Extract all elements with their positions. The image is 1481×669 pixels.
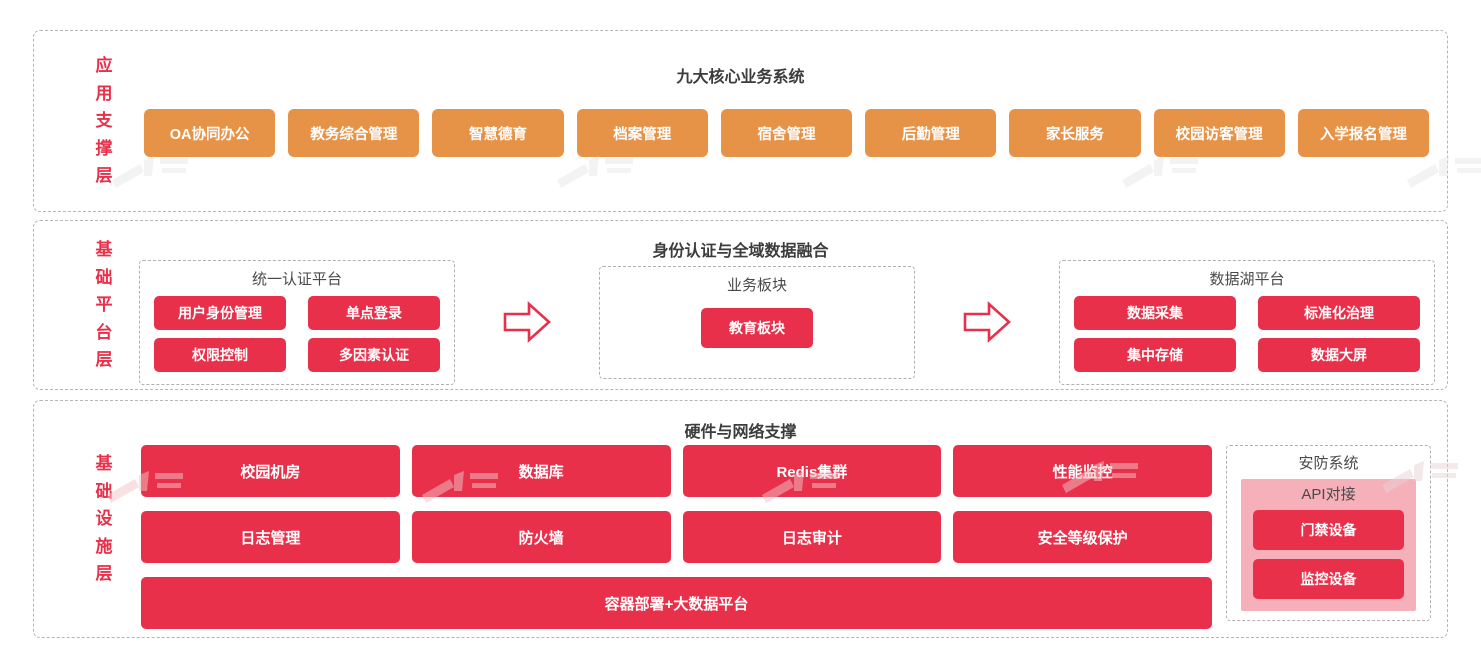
layer-label-char: 台: [95, 322, 113, 342]
item-redis-cluster[interactable]: Redis集群: [682, 445, 942, 497]
group-title: 业务板块: [726, 276, 787, 294]
item-security-level-protection[interactable]: 安全等级保护: [953, 511, 1212, 563]
item-multi-factor-auth[interactable]: 多因素认证: [308, 337, 440, 372]
platform-layer-title: 身份认证与全域数据融合: [652, 243, 829, 260]
group-items: 教育板块: [614, 302, 900, 348]
system-card-parent-service[interactable]: 家长服务: [1009, 109, 1141, 157]
system-card-campus-visitor-management[interactable]: 校园访客管理: [1153, 109, 1285, 157]
layer-label-char: 基: [95, 240, 113, 260]
layer-label-char: 层: [95, 564, 113, 584]
core-business-systems-row: OA协同办公 教务综合管理 智慧德育 档案管理 宿舍管理 后勤管理 家长服务 校…: [144, 109, 1429, 157]
platform-layer-label: 基 础 平 台 层: [84, 221, 124, 389]
system-card-oa[interactable]: OA协同办公: [144, 109, 276, 157]
infrastructure-row-wide: 容器部署+大数据平台: [141, 577, 1212, 629]
infrastructure-body: 校园机房 数据库 Redis集群 性能监控 日志管理 防火墙 日志审计 安全等级…: [141, 445, 1431, 629]
item-centralized-storage[interactable]: 集中存储: [1074, 337, 1236, 372]
layer-label-char: 基: [95, 454, 113, 474]
infrastructure-row-2: 日志管理 防火墙 日志审计 安全等级保护: [141, 511, 1212, 563]
api-integration-box: API对接 门禁设备 监控设备: [1241, 479, 1416, 611]
item-campus-server-room[interactable]: 校园机房: [141, 445, 400, 497]
item-permission-control[interactable]: 权限控制: [154, 337, 286, 372]
group-unified-auth-platform: 统一认证平台 用户身份管理 单点登录 权限控制 多因素认证: [139, 259, 455, 385]
infrastructure-row-1: 校园机房 数据库 Redis集群 性能监控: [141, 445, 1212, 497]
layer-label-char: 础: [95, 481, 113, 501]
group-business-section: 业务板块 教育板块: [599, 265, 915, 379]
layer-label-char: 层: [95, 350, 113, 370]
layer-label-char: 施: [95, 536, 113, 556]
item-container-deployment-bigdata-platform[interactable]: 容器部署+大数据平台: [141, 577, 1212, 629]
right-arrow-icon: [962, 301, 1012, 343]
item-firewall[interactable]: 防火墙: [411, 511, 671, 563]
layer-label-char: 用: [95, 83, 113, 103]
item-surveillance-device[interactable]: 监控设备: [1253, 559, 1404, 599]
system-card-dormitory-management[interactable]: 宿舍管理: [720, 109, 853, 157]
item-access-control-device[interactable]: 门禁设备: [1253, 510, 1404, 550]
layer-label-char: 撑: [95, 138, 113, 158]
layer-label-char: 支: [95, 111, 113, 131]
system-card-enrollment-management[interactable]: 入学报名管理: [1297, 109, 1429, 157]
item-performance-monitoring[interactable]: 性能监控: [953, 445, 1212, 497]
infrastructure-layer-title: 硬件与网络支撑: [684, 424, 797, 441]
application-support-layer: 应 用 支 撑 层 九大核心业务系统 OA协同办公 教务综合管理 智慧德育 档案…: [33, 30, 1448, 212]
item-database[interactable]: 数据库: [411, 445, 671, 497]
base-platform-layer: 基 础 平 台 层 身份认证与全域数据融合 统一认证平台 用户身份管理 单点登录…: [33, 220, 1448, 390]
group-title: 统一认证平台: [251, 270, 342, 288]
layer-label-char: 应: [95, 56, 113, 76]
security-system-title: 安防系统: [1298, 455, 1359, 472]
layer-label-char: 层: [95, 166, 113, 186]
item-single-sign-on[interactable]: 单点登录: [308, 295, 440, 330]
group-items: 用户身份管理 单点登录 权限控制 多因素认证: [154, 295, 440, 372]
item-data-dashboard[interactable]: 数据大屏: [1258, 337, 1420, 372]
api-integration-title: API对接: [1301, 486, 1356, 503]
item-user-identity-management[interactable]: 用户身份管理: [154, 295, 286, 330]
application-layer-label: 应 用 支 撑 层: [84, 31, 124, 211]
platform-flow: 统一认证平台 用户身份管理 单点登录 权限控制 多因素认证 业务板块: [139, 259, 1435, 385]
group-data-lake-platform: 数据湖平台 数据采集 标准化治理 集中存储 数据大屏: [1059, 259, 1435, 385]
system-card-smart-moral-education[interactable]: 智慧德育: [432, 109, 564, 157]
application-layer-title: 九大核心业务系统: [676, 69, 805, 86]
group-items: 数据采集 标准化治理 集中存储 数据大屏: [1074, 295, 1420, 372]
infrastructure-layer: 基 础 设 施 层 硬件与网络支撑 校园机房 数据库 Redis集群 性能监控 …: [33, 400, 1448, 638]
item-data-collection[interactable]: 数据采集: [1074, 295, 1236, 330]
item-education-section[interactable]: 教育板块: [701, 307, 813, 348]
layer-label-char: 设: [95, 509, 113, 529]
flow-arrow-1: [455, 301, 599, 343]
item-standardized-governance[interactable]: 标准化治理: [1258, 295, 1420, 330]
layer-label-char: 础: [95, 267, 113, 287]
system-card-academic-affairs[interactable]: 教务综合管理: [288, 109, 420, 157]
system-card-logistics-management[interactable]: 后勤管理: [865, 109, 997, 157]
layer-label-char: 平: [95, 295, 113, 315]
right-arrow-icon: [502, 301, 552, 343]
system-card-archive-management[interactable]: 档案管理: [576, 109, 708, 157]
item-log-management[interactable]: 日志管理: [141, 511, 400, 563]
group-title: 数据湖平台: [1209, 270, 1285, 288]
flow-arrow-2: [915, 301, 1059, 343]
security-system-panel: 安防系统 API对接 门禁设备 监控设备: [1226, 445, 1431, 621]
item-log-audit[interactable]: 日志审计: [682, 511, 942, 563]
infrastructure-main-grid: 校园机房 数据库 Redis集群 性能监控 日志管理 防火墙 日志审计 安全等级…: [141, 445, 1212, 629]
